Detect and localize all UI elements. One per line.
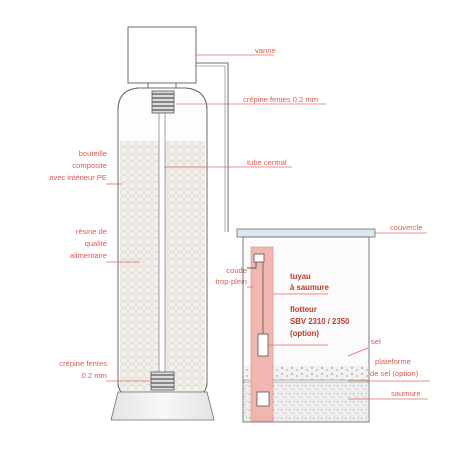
label-tuyau-1: tuyau [290,272,311,281]
brine-valve-bottom [256,391,270,407]
label-flotteur-3: (option) [290,329,320,338]
label-vanne: vanne [255,46,276,55]
label-coude-1: coude [226,266,247,275]
label-plateforme-2: de sel (option) [370,369,419,378]
label-bouteille-2: composite [72,161,107,170]
upper-strainer [151,90,175,114]
brine-line [196,62,229,232]
brine-line-inner [196,65,226,232]
brine-tank-lid [236,228,376,238]
valve-body [127,26,197,84]
label-tube-central: tube central [247,158,287,167]
label-resine-3: alimentaire [69,251,107,260]
label-coude-2: trop-plein [215,277,247,286]
label-flotteur-2: SBV 2310 / 2350 [290,317,350,326]
label-bouteille-3: avec intérieur PE [49,173,107,182]
tank-base [110,391,215,421]
label-plateforme-1: plateforme [375,357,411,366]
label-crepine-haute: crépine fentes 0.2 mm [243,95,319,104]
label-resine-1: résine de [75,227,107,236]
label-sel: sel [371,337,381,346]
label-bouteille-1: bouteille [78,149,107,158]
label-resine-2: qualité [84,239,107,248]
label-crepine-basse-1: crépine fentes [59,359,107,368]
label-crepine-basse-2: 0.2 mm [81,371,107,380]
elbow-fitting [253,253,265,263]
label-tuyau-2: à saumure [290,283,330,292]
leader-sel [347,347,369,357]
salt-layer [244,366,368,380]
central-tube [158,111,166,377]
label-saumure: saumure [391,389,421,398]
float-assembly [257,333,269,357]
label-flotteur-1: flotteur [290,305,317,314]
label-couvercle: couvercle [390,223,423,232]
lower-strainer [150,371,175,391]
